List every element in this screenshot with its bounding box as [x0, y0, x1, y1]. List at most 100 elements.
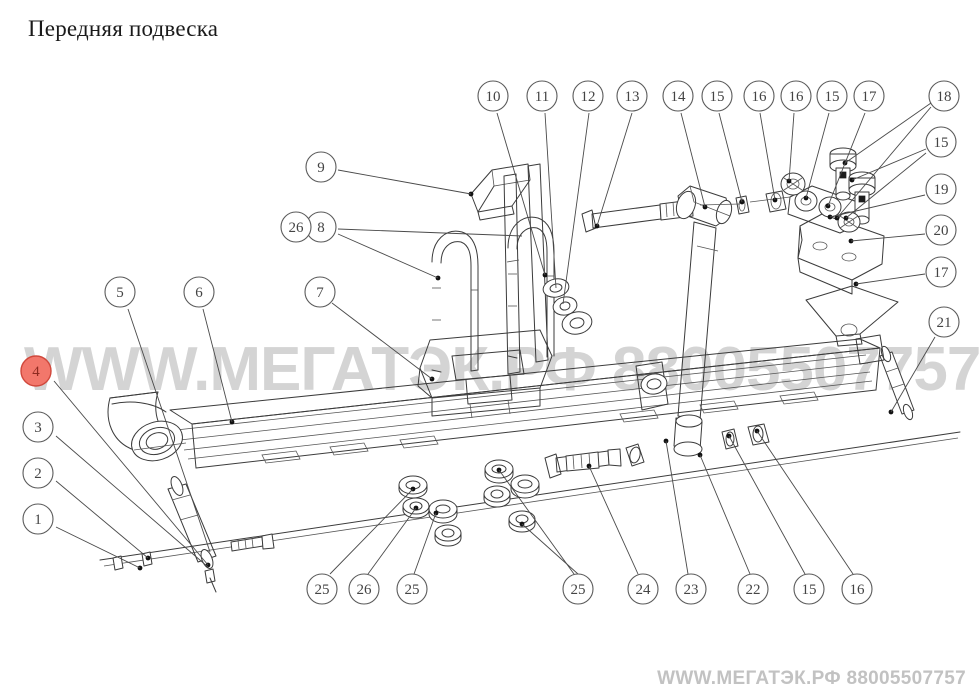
callout-circle[interactable] [853, 80, 885, 112]
callout-15[interactable]: 15 [701, 80, 733, 112]
callout-number: 21 [937, 315, 952, 331]
callout-circle[interactable] [104, 276, 136, 308]
callout-number: 13 [625, 89, 640, 105]
callout-circle[interactable] [928, 80, 960, 112]
nut-group-right [625, 423, 770, 467]
callout-leader-line [331, 302, 433, 380]
callout-20[interactable]: 20 [925, 214, 957, 246]
callout-circle[interactable] [526, 80, 558, 112]
callout-circle[interactable] [928, 306, 960, 338]
callout-14[interactable]: 14 [662, 80, 694, 112]
callout-circle[interactable] [22, 411, 54, 443]
callout-23[interactable]: 23 [675, 573, 707, 605]
callout-circle[interactable] [183, 276, 215, 308]
callout-leader-line [699, 454, 751, 575]
callout-leader-line [759, 112, 776, 201]
callout-circle[interactable] [675, 573, 707, 605]
callout-circle[interactable] [22, 457, 54, 489]
callout-10[interactable]: 10 [477, 80, 509, 112]
callout-24[interactable]: 24 [627, 573, 659, 605]
callout-number: 8 [317, 220, 325, 236]
callout-15[interactable]: 15 [816, 80, 848, 112]
callout-25[interactable]: 25 [562, 573, 594, 605]
callout-leader-line [596, 112, 633, 227]
callout-number: 23 [684, 582, 699, 598]
callout-21[interactable]: 21 [928, 306, 960, 338]
callout-number: 16 [850, 582, 866, 598]
callout-25[interactable]: 25 [306, 573, 338, 605]
callout-circle[interactable] [793, 573, 825, 605]
callout-circle[interactable] [280, 211, 312, 243]
callout-number: 24 [636, 582, 652, 598]
spring-eye-bushing [107, 391, 187, 462]
callout-number: 26 [289, 220, 305, 236]
callout-leader-line [337, 228, 523, 237]
callout-circle[interactable] [701, 80, 733, 112]
callout-15[interactable]: 15 [925, 126, 957, 158]
callout-leader-line [890, 336, 936, 413]
support-post [503, 163, 549, 375]
callout-circle[interactable] [304, 276, 336, 308]
callout-leader-line [337, 169, 472, 195]
callout-17[interactable]: 17 [853, 80, 885, 112]
callout-circle[interactable] [925, 126, 957, 158]
callout-16[interactable]: 16 [780, 80, 812, 112]
callout-18[interactable]: 18 [928, 80, 960, 112]
callout-circle[interactable] [562, 573, 594, 605]
callout-leader-line [127, 308, 211, 553]
callout-circle[interactable] [616, 80, 648, 112]
callout-number: 16 [789, 89, 805, 105]
callout-circle[interactable] [396, 573, 428, 605]
callout-11[interactable]: 11 [526, 80, 558, 112]
callout-number: 2 [34, 466, 42, 482]
callout-3[interactable]: 3 [22, 411, 54, 443]
callout-circle[interactable] [925, 173, 957, 205]
callout-circle[interactable] [780, 80, 812, 112]
shock-absorber [673, 185, 733, 457]
callout-circle[interactable] [306, 573, 338, 605]
callout-9[interactable]: 9 [305, 151, 337, 183]
callout-circle-highlighted[interactable] [20, 355, 52, 387]
callout-26[interactable]: 26 [348, 573, 380, 605]
callout-6[interactable]: 6 [183, 276, 215, 308]
callout-circle[interactable] [627, 573, 659, 605]
callout-number: 15 [934, 135, 949, 151]
callout-16[interactable]: 16 [841, 573, 873, 605]
callout-circle[interactable] [925, 214, 957, 246]
callout-circle[interactable] [662, 80, 694, 112]
callout-circle[interactable] [477, 80, 509, 112]
axle-end-plate [855, 334, 885, 365]
callout-16[interactable]: 16 [743, 80, 775, 112]
callout-circle[interactable] [816, 80, 848, 112]
callout-15[interactable]: 15 [793, 573, 825, 605]
callout-leader-line [329, 488, 414, 575]
callout-circle[interactable] [737, 573, 769, 605]
callout-number: 16 [752, 89, 768, 105]
callout-13[interactable]: 13 [616, 80, 648, 112]
callout-12[interactable]: 12 [572, 80, 604, 112]
callout-circle[interactable] [841, 573, 873, 605]
callout-leader-line [851, 148, 927, 181]
callout-26[interactable]: 26 [280, 211, 312, 243]
callout-number: 7 [316, 285, 324, 301]
callout-4[interactable]: 4 [20, 355, 52, 387]
callout-number: 19 [934, 182, 949, 198]
spring-seat-saddle [417, 329, 553, 419]
callout-5[interactable]: 5 [104, 276, 136, 308]
upper-bracket-plate [470, 163, 531, 221]
callout-19[interactable]: 19 [925, 173, 957, 205]
callout-circle[interactable] [925, 256, 957, 288]
callout-circle[interactable] [22, 503, 54, 535]
callout-22[interactable]: 22 [737, 573, 769, 605]
callout-circle[interactable] [572, 80, 604, 112]
callout-circle[interactable] [743, 80, 775, 112]
callout-number: 1 [34, 512, 42, 528]
u-bolt-front [431, 230, 479, 373]
callout-circle[interactable] [305, 151, 337, 183]
callout-17[interactable]: 17 [925, 256, 957, 288]
callout-25[interactable]: 25 [396, 573, 428, 605]
callout-7[interactable]: 7 [304, 276, 336, 308]
callout-1[interactable]: 1 [22, 503, 54, 535]
callout-circle[interactable] [348, 573, 380, 605]
callout-2[interactable]: 2 [22, 457, 54, 489]
